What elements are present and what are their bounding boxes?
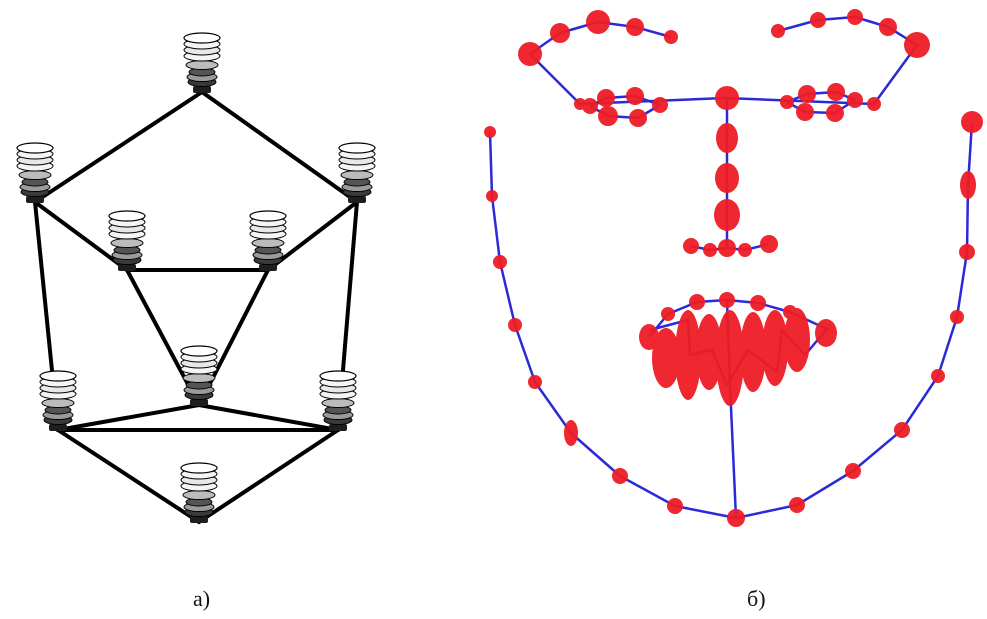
landmark-point [727, 509, 745, 527]
graph-node [180, 462, 218, 524]
landmark-point [826, 104, 844, 122]
landmark-point [703, 243, 717, 257]
graph-node [249, 210, 287, 272]
landmark-point [815, 319, 837, 347]
landmark-point [750, 295, 766, 311]
landmark-point [847, 92, 863, 108]
landmark-point [486, 190, 498, 202]
landmark-point [718, 239, 736, 257]
landmark-point [961, 111, 983, 133]
landmark-point [667, 498, 683, 514]
landmark-point [715, 86, 739, 110]
landmark-point [950, 310, 964, 324]
graph-node [180, 345, 218, 407]
panel-label-b: б) [747, 586, 766, 611]
face-landmarks [484, 9, 983, 527]
panel-label-a: a) [193, 586, 211, 611]
graph-node [183, 32, 221, 94]
landmark-point [716, 310, 744, 406]
landmark-point [508, 318, 522, 332]
landmark-point [780, 95, 794, 109]
landmark-point [904, 32, 930, 58]
graph-node [108, 210, 146, 272]
landmark-point [867, 97, 881, 111]
landmark-point [626, 18, 644, 36]
landmark-point [598, 106, 618, 126]
landmark-point [810, 12, 826, 28]
landmark-point [714, 199, 740, 231]
landmark-point [740, 312, 766, 392]
landmark-point [484, 126, 496, 138]
landmark-point [550, 23, 570, 43]
landmark-point [664, 30, 678, 44]
landmark-point [931, 369, 945, 383]
graph-node [319, 370, 357, 432]
landmark-point [760, 235, 778, 253]
landmark-point [689, 294, 705, 310]
landmark-point [784, 308, 810, 372]
landmark-point [493, 255, 507, 269]
landmark-point [586, 10, 610, 34]
landmark-point [879, 18, 897, 36]
landmark-point [771, 24, 785, 38]
graph-nodes [16, 32, 376, 524]
landmark-point [652, 97, 668, 113]
landmark-point [652, 328, 680, 388]
landmark-point [798, 85, 816, 103]
landmark-point [564, 420, 578, 446]
landmark-point [738, 243, 752, 257]
landmark-point [847, 9, 863, 25]
graph-node [338, 142, 376, 204]
landmark-point [789, 497, 805, 513]
landmark-point [716, 123, 738, 153]
landmark-point [959, 244, 975, 260]
landmark-point [518, 42, 542, 66]
landmark-point [696, 314, 722, 390]
landmark-point [528, 375, 542, 389]
landmark-point [661, 307, 675, 321]
graph-edges [33, 90, 359, 524]
landmark-point [845, 463, 861, 479]
landmark-point [894, 422, 910, 438]
landmark-point [827, 83, 845, 101]
landmark-point [675, 310, 701, 400]
landmark-point [683, 238, 699, 254]
landmark-point [762, 310, 788, 386]
landmark-point [626, 87, 644, 105]
landmark-point [597, 89, 615, 107]
graph-node [16, 142, 54, 204]
landmark-point [582, 98, 598, 114]
landmark-point [960, 171, 976, 199]
landmark-point [574, 98, 586, 110]
landmark-point [629, 109, 647, 127]
landmark-point [796, 103, 814, 121]
landmark-point [715, 163, 739, 193]
landmark-point [612, 468, 628, 484]
landmark-point [719, 292, 735, 308]
graph-node [39, 370, 77, 432]
